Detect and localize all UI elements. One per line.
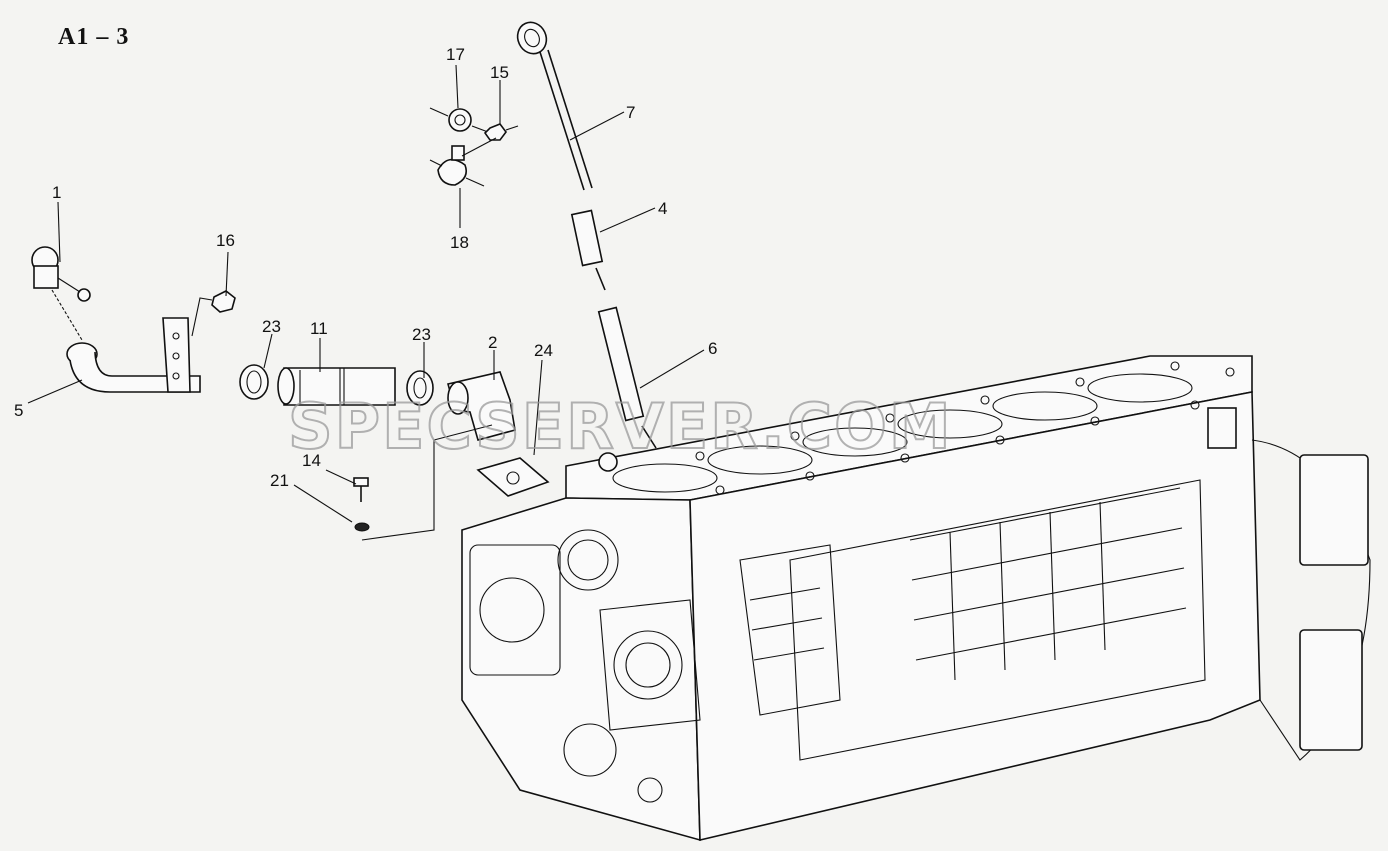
callout-23-left: 23 [262, 317, 281, 336]
leader-lines [27, 64, 705, 523]
clip-fasteners [429, 107, 519, 187]
callout-17: 17 [446, 45, 465, 64]
callout-2: 2 [488, 333, 497, 352]
callout-1: 1 [52, 183, 61, 202]
watermark: SPECSERVER.COM [288, 390, 953, 463]
engine-block [461, 355, 1371, 842]
callout-11: 11 [310, 319, 328, 338]
callout-14: 14 [302, 451, 321, 470]
callout-labels: 1 2 4 5 6 7 11 14 15 16 17 18 21 23 23 2… [14, 45, 717, 490]
diagram-title: A1 – 3 [58, 24, 130, 50]
callout-16: 16 [216, 231, 235, 250]
callout-24: 24 [534, 341, 553, 360]
callout-4: 4 [658, 199, 667, 218]
callout-5: 5 [14, 401, 23, 420]
oil-filler-pipe-assembly [31, 246, 550, 541]
callout-15: 15 [490, 63, 509, 82]
callout-6: 6 [708, 339, 717, 358]
callout-7: 7 [626, 103, 635, 122]
callout-23-right: 23 [412, 325, 431, 344]
callout-18: 18 [450, 233, 469, 252]
dipstick-assembly [516, 21, 657, 449]
callout-21: 21 [270, 471, 289, 490]
